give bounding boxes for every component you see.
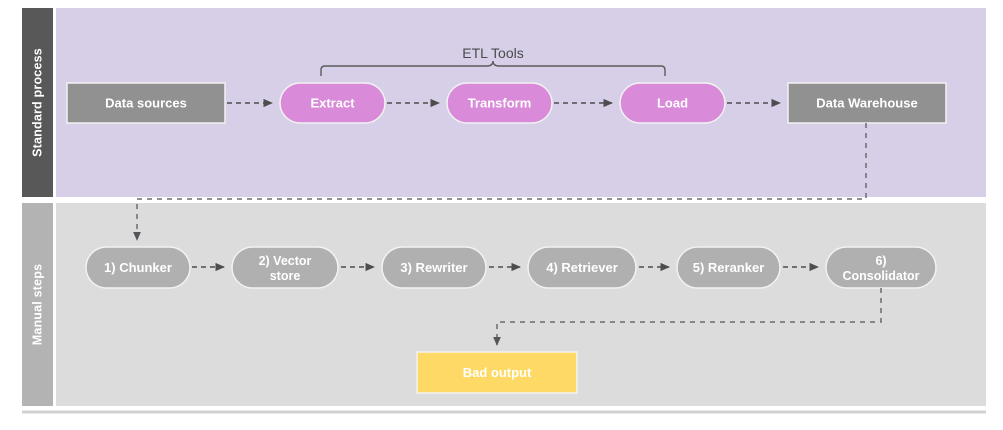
node-consolidator[interactable]: 6) Consolidator: [825, 246, 937, 289]
etl-tools-bracket-group: ETL Tools: [320, 45, 666, 76]
node-chunker[interactable]: 1) Chunker: [85, 246, 191, 289]
edge-data-warehouse-to-chunker: [133, 123, 867, 241]
node-extract-shape: [279, 82, 386, 124]
node-vector-store-label-line1: 2) Vector: [259, 254, 312, 268]
node-extract[interactable]: Extract: [279, 82, 386, 124]
node-data-warehouse[interactable]: Data Warehouse: [787, 82, 947, 124]
node-retriever-shape: [527, 246, 637, 289]
lane-manual-steps: Manual steps: [22, 203, 986, 406]
node-consolidator-label-line2: Consolidator: [842, 269, 919, 283]
etl-tools-bracket: [320, 60, 666, 76]
lane-manual-steps-label: Manual steps: [31, 264, 45, 346]
node-extract-label: Extract: [310, 95, 355, 110]
node-transform-label: Transform: [468, 95, 532, 110]
node-retriever-label: 4) Retriever: [546, 260, 618, 275]
node-chunker-label: 1) Chunker: [104, 260, 172, 275]
node-load-shape: [619, 82, 726, 124]
node-bad-output-label: Bad output: [463, 365, 532, 380]
node-bad-output[interactable]: Bad output: [416, 351, 578, 394]
node-transform-shape: [446, 82, 553, 124]
node-load[interactable]: Load: [619, 82, 726, 124]
node-rewriter[interactable]: 3) Rewriter: [381, 246, 487, 289]
node-vector-store-shape: [231, 246, 339, 289]
etl-tools-label: ETL Tools: [462, 45, 523, 61]
node-data-sources-shape: [66, 82, 226, 124]
node-rewriter-shape: [381, 246, 487, 289]
node-retriever[interactable]: 4) Retriever: [527, 246, 637, 289]
lane-standard-process-label-band: [22, 8, 53, 197]
node-load-label: Load: [657, 95, 688, 110]
node-chunker-shape: [85, 246, 191, 289]
lane-manual-steps-label-band: [22, 203, 53, 406]
node-reranker[interactable]: 5) Reranker: [676, 246, 781, 289]
node-data-warehouse-label: Data Warehouse: [816, 95, 917, 110]
node-reranker-shape: [676, 246, 781, 289]
node-reranker-label: 5) Reranker: [693, 260, 765, 275]
node-rewriter-label: 3) Rewriter: [400, 260, 467, 275]
node-consolidator-label-line1: 6): [875, 254, 886, 268]
node-vector-store-label-line2: store: [270, 269, 301, 283]
node-data-sources-label: Data sources: [105, 95, 187, 110]
node-transform[interactable]: Transform: [446, 82, 553, 124]
node-data-sources[interactable]: Data sources: [66, 82, 226, 124]
node-bad-output-shape: [416, 351, 578, 394]
lane-standard-process-label: Standard process: [31, 48, 45, 157]
node-vector-store[interactable]: 2) Vector store: [231, 246, 339, 289]
node-data-warehouse-shape: [787, 82, 947, 124]
